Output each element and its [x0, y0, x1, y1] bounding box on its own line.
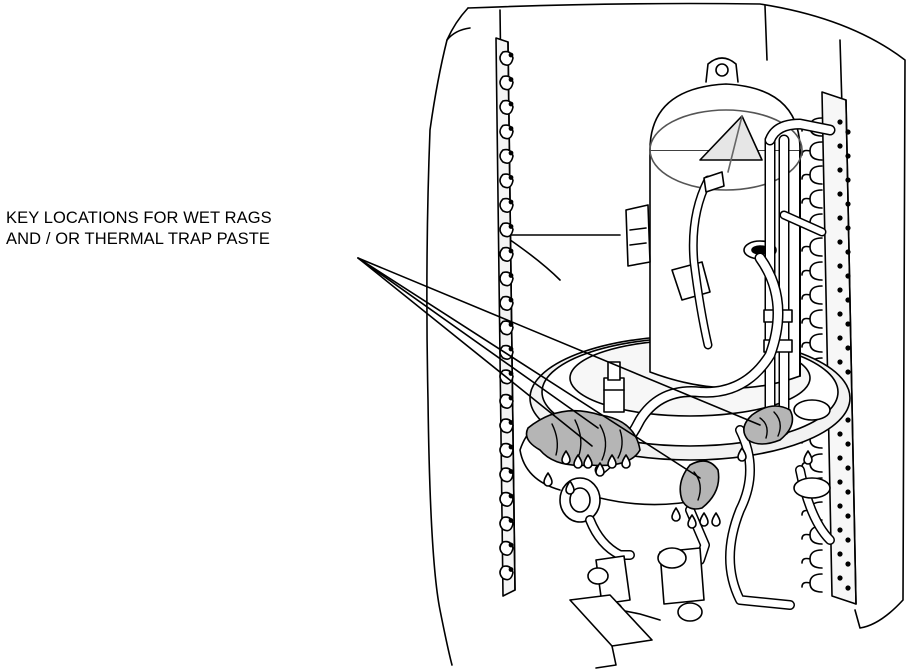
water-drop	[699, 512, 709, 527]
water-drop	[687, 514, 697, 529]
left-coil-rivet	[508, 224, 514, 229]
water-drop	[543, 472, 553, 487]
water-drop	[803, 450, 813, 465]
right-coil-rivet	[837, 575, 843, 581]
left-coil-rivet	[508, 101, 514, 107]
right-coil-rivet	[845, 273, 851, 279]
right-coil-strip	[801, 91, 857, 605]
right-coil-rivet	[837, 455, 843, 461]
right-coil-loop	[801, 333, 823, 353]
right-coil-rivet	[845, 537, 851, 543]
left-coil-rivet	[508, 322, 514, 327]
pressure-switch	[603, 361, 625, 413]
left-coil-rivet	[508, 420, 514, 425]
right-coil-rivet	[837, 167, 843, 173]
right-coil-rivet	[845, 177, 851, 183]
water-drop	[595, 462, 605, 477]
right-coil-rivet	[845, 129, 851, 135]
left-coil-rivet	[508, 444, 514, 450]
left-coil-rivet	[508, 199, 514, 205]
left-coil-rivet	[508, 297, 514, 303]
right-coil-rivet	[845, 441, 851, 447]
left-coil-rivet	[508, 371, 514, 376]
water-drop	[561, 450, 571, 465]
water-drop	[621, 454, 631, 469]
right-coil-rivet	[837, 479, 843, 485]
right-coil-rivet	[837, 215, 843, 221]
left-coil-rivet	[508, 518, 514, 523]
left-coil-strip	[495, 37, 516, 597]
right-coil-rivet	[845, 369, 851, 375]
right-coil-loop	[801, 261, 823, 281]
right-coil-loop	[801, 189, 823, 209]
left-coil-rivet	[508, 77, 514, 82]
right-coil-rivet	[845, 249, 851, 255]
right-coil-rivet	[845, 201, 851, 207]
right-coil-rivet	[845, 345, 851, 351]
right-coil-loop	[801, 237, 823, 257]
right-coil-rivet	[837, 263, 843, 269]
water-drop	[573, 454, 583, 469]
water-drop	[583, 454, 593, 469]
right-coil-loop	[801, 165, 823, 185]
right-coil-rivet	[845, 489, 851, 495]
right-coil-rivet	[837, 335, 843, 341]
water-drops	[543, 447, 813, 529]
left-coil-rivet	[508, 248, 514, 254]
right-coil-loop	[801, 285, 823, 305]
callout-line-2: AND / OR THERMAL TRAP PASTE	[6, 230, 271, 248]
water-drop	[607, 454, 617, 469]
right-coil-rivet	[837, 527, 843, 533]
wet-rag-right	[743, 405, 794, 445]
left-coil-rivet	[508, 567, 514, 572]
right-coil-rivet	[837, 551, 843, 557]
water-drop	[671, 507, 681, 522]
right-coil-rivet	[837, 287, 843, 293]
water-drop	[737, 447, 747, 462]
right-coil-rivet	[837, 359, 843, 365]
lower-pipework	[585, 399, 835, 610]
right-coil-rivet	[845, 321, 851, 327]
right-coil-rivet	[845, 297, 851, 303]
left-coil-rivet	[508, 126, 514, 131]
service-valves	[587, 547, 705, 622]
left-coil-rivet	[508, 175, 514, 180]
right-coil-rivet	[845, 561, 851, 567]
callout-line-1: KEY LOCATIONS FOR WET RAGS	[6, 209, 272, 227]
right-coil-rivet	[837, 503, 843, 509]
left-coil-rivet	[508, 273, 514, 278]
right-coil-loop	[801, 549, 823, 569]
right-coil-loop	[801, 573, 823, 593]
right-coil-rivet	[845, 465, 851, 471]
right-coil-loop	[801, 309, 823, 329]
left-coil-rivet	[508, 469, 514, 474]
callout-label: KEY LOCATIONS FOR WET RAGS AND / OR THER…	[6, 208, 386, 250]
left-coil-rivet	[508, 150, 514, 156]
callout-leader-lines	[357, 257, 761, 479]
left-coil-rivet	[508, 346, 514, 352]
right-coil-rivet	[837, 311, 843, 317]
right-coil-rivet	[837, 119, 843, 125]
discharge-tube	[688, 171, 725, 350]
right-coil-rivet	[845, 417, 851, 423]
right-coil-rivet	[845, 585, 851, 591]
mounting-bracket	[569, 594, 653, 669]
right-coil-rivet	[837, 143, 843, 149]
right-coil-rivet	[845, 513, 851, 519]
right-coil-rivet	[837, 431, 843, 437]
right-coil-rivet	[837, 191, 843, 197]
left-coil-rivet	[508, 52, 514, 58]
right-coil-rivet	[845, 153, 851, 159]
left-coil-rivet	[508, 395, 514, 401]
right-coil-loop	[801, 141, 823, 161]
water-drop	[565, 480, 575, 495]
water-drop	[711, 512, 721, 527]
wet-rag-center	[679, 460, 720, 510]
left-coil-rivet	[508, 493, 514, 499]
right-coil-rivet	[845, 225, 851, 231]
right-coil-rivet	[837, 239, 843, 245]
left-coil-rivet	[508, 542, 514, 548]
